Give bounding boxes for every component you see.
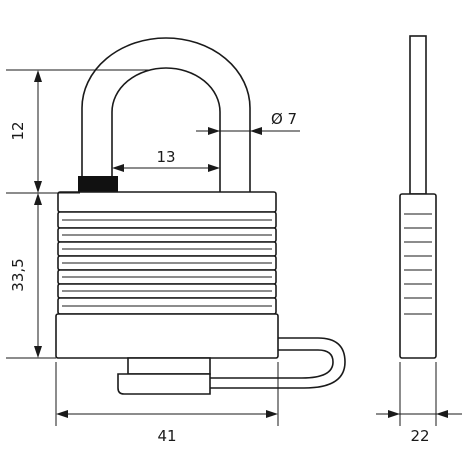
body-top-rib — [57, 191, 277, 213]
shackle-gasket — [78, 176, 118, 192]
cover-tether-loop — [210, 337, 346, 389]
dimension-shackle-diameter: Ø 7 — [196, 110, 300, 135]
dim-label-body-width: 41 — [157, 427, 176, 445]
keyhole-cover-mount — [127, 357, 211, 375]
keyhole-cover — [117, 337, 346, 395]
dimension-body-height: 33,5 — [9, 193, 42, 358]
side-body — [399, 193, 437, 359]
dimension-shackle-inner-width: 13 — [112, 148, 220, 172]
dim-label-shackle-inner-width: 13 — [156, 148, 175, 166]
dim-label-thickness: 22 — [410, 427, 429, 445]
shackle-inner-outline — [111, 67, 221, 192]
side-view — [399, 35, 437, 359]
side-shackle — [409, 35, 427, 195]
body-base — [55, 313, 279, 359]
padlock-body — [55, 191, 279, 359]
dim-label-shackle-diameter: Ø 7 — [271, 110, 297, 128]
dim-label-body-height: 33,5 — [9, 258, 27, 291]
dim-label-shackle-height: 12 — [9, 121, 27, 140]
dimension-body-width: 41 — [55, 362, 279, 445]
dimension-thickness: 22 — [376, 362, 462, 445]
keyhole-cover-slide — [117, 373, 211, 395]
shackle — [78, 37, 251, 192]
shackle-outer-outline — [81, 37, 251, 192]
cover-tether-inner — [210, 349, 334, 379]
dimension-shackle-height: 12 — [9, 70, 42, 193]
